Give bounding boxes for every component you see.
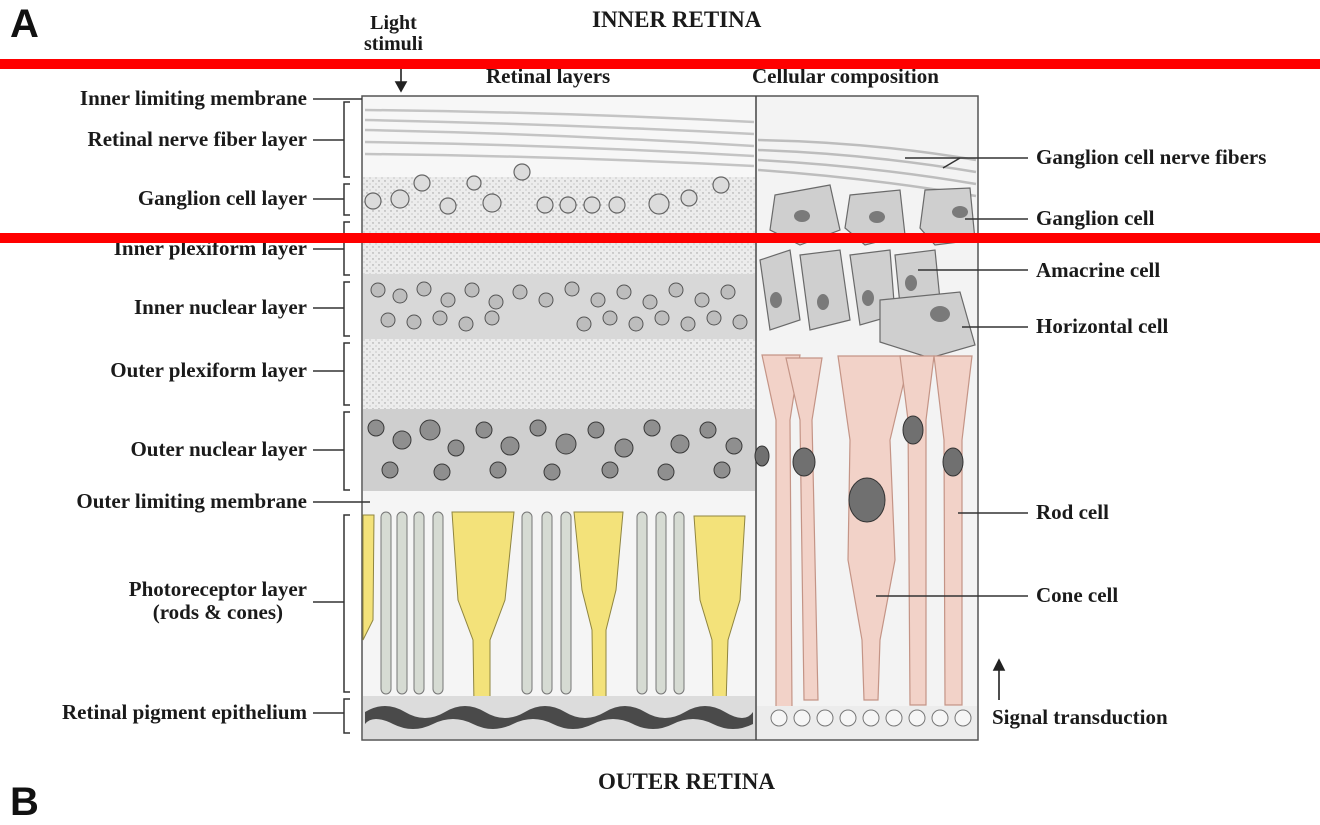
label-inner-nuclear-layer: Inner nuclear layer [134, 297, 307, 318]
label-ganglion-cell-layer: Ganglion cell layer [138, 188, 307, 209]
label-photoreceptor-layer: Photoreceptor layer (rods & cones) [129, 578, 307, 624]
panel-label-a: A [10, 2, 39, 47]
label-rod-cell: Rod cell [1036, 502, 1109, 523]
outer-retina-title: OUTER RETINA [598, 770, 775, 793]
red-overlay-bar-top [0, 59, 1320, 69]
label-retinal-nerve-fiber-layer: Retinal nerve fiber layer [88, 129, 307, 150]
label-amacrine-cell: Amacrine cell [1036, 260, 1160, 281]
light-stimuli-label: Light stimuli [364, 13, 423, 55]
label-signal-transduction: Signal transduction [992, 707, 1168, 728]
retina-illustration [0, 0, 1320, 799]
red-overlay-bar-middle [0, 233, 1320, 243]
label-outer-plexiform-layer: Outer plexiform layer [110, 360, 307, 381]
panel-label-b: B [10, 780, 39, 825]
label-retinal-pigment-epithelium: Retinal pigment epithelium [62, 702, 307, 723]
label-ganglion-cell-nerve-fibers: Ganglion cell nerve fibers [1036, 147, 1266, 168]
signal-arrow [994, 660, 1004, 700]
label-ganglion-cell: Ganglion cell [1036, 208, 1154, 229]
inner-retina-title: INNER RETINA [592, 8, 761, 31]
label-horizontal-cell: Horizontal cell [1036, 316, 1168, 337]
column-header-retinal-layers: Retinal layers [486, 66, 610, 87]
label-cone-cell: Cone cell [1036, 585, 1118, 606]
column-header-cellular-composition: Cellular composition [752, 66, 939, 87]
label-outer-limiting-membrane: Outer limiting membrane [76, 491, 307, 512]
label-inner-limiting-membrane: Inner limiting membrane [80, 88, 307, 109]
retinal-layers-column [363, 97, 755, 739]
label-outer-nuclear-layer: Outer nuclear layer [130, 439, 307, 460]
